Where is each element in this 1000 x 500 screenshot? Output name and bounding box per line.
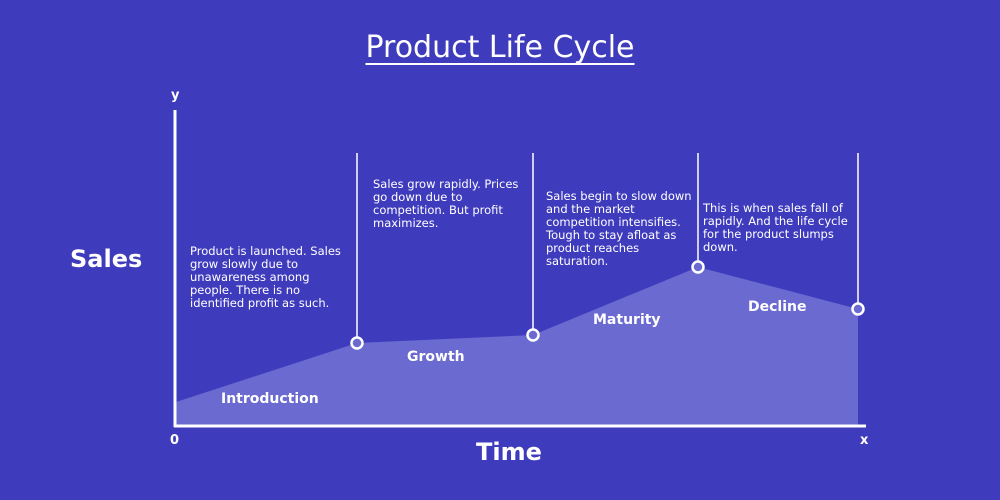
stage-marker-2 bbox=[526, 328, 540, 342]
stage-description-growth: Sales grow rapidly. Prices go down due t… bbox=[373, 177, 519, 230]
origin-label: 0 bbox=[170, 433, 179, 448]
y-axis-letter: y bbox=[171, 88, 180, 103]
stage-description-introduction: Product is launched. Sales grow slowly d… bbox=[190, 244, 341, 310]
x-axis-letter: x bbox=[860, 433, 869, 448]
sales-area bbox=[176, 267, 858, 425]
stage-marker-1 bbox=[350, 336, 364, 350]
page-title: Product Life Cycle bbox=[365, 30, 635, 65]
stage-marker-3 bbox=[691, 260, 705, 274]
stage-label-introduction: Introduction bbox=[221, 391, 319, 407]
y-axis-title: Sales bbox=[70, 245, 142, 273]
stage-marker-4 bbox=[851, 302, 865, 316]
stage-label-decline: Decline bbox=[748, 299, 806, 315]
stage-label-maturity: Maturity bbox=[593, 312, 661, 328]
stage-description-maturity: Sales begin to slow down and the market … bbox=[546, 189, 692, 268]
x-axis-title: Time bbox=[476, 438, 542, 466]
stage-label-growth: Growth bbox=[407, 349, 465, 365]
stage-description-decline: This is when sales fall of rapidly. And … bbox=[703, 201, 848, 254]
